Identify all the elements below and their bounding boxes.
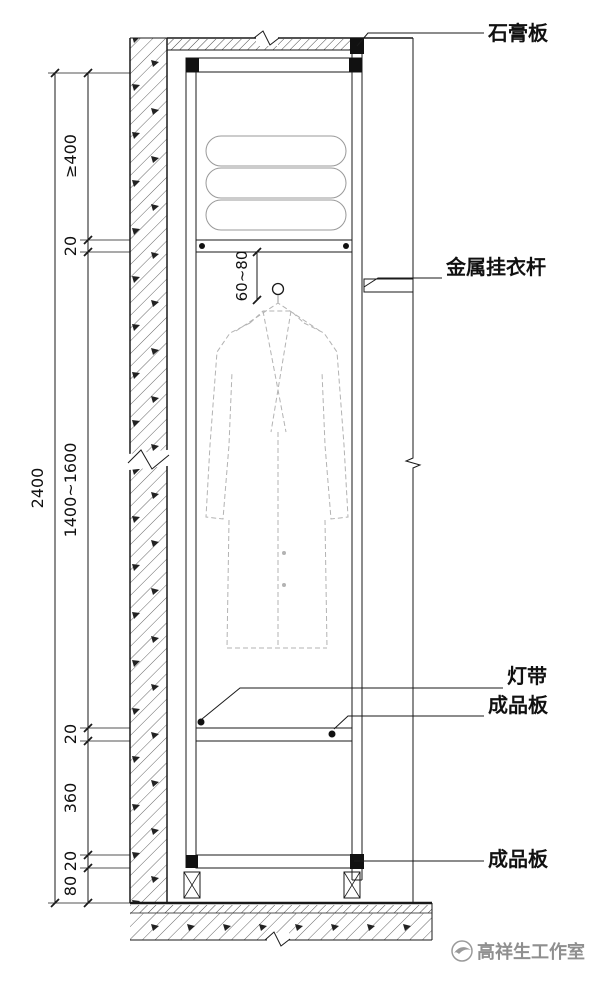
- callout-gypsum-board-text: 石膏板: [487, 21, 549, 45]
- dim-bottom-board: 20: [61, 851, 80, 871]
- dim-lower-compartment: 360: [61, 783, 80, 814]
- light-strip-dot: [197, 718, 205, 726]
- callout-metal-hanging-rod-text: 金属挂衣杆: [445, 255, 546, 279]
- callout-finished-board-bottom-text: 成品板: [488, 847, 549, 871]
- floor-break-icon: [264, 931, 291, 947]
- callout-finished-board-bottom: 成品板: [354, 847, 549, 871]
- base-blocking-left: [183, 871, 201, 899]
- base-blocking-right: [343, 871, 361, 899]
- dimension-chain: ≥400 20 1400~1600 20 360 20 80 2400: [28, 68, 130, 908]
- dim-top-clearance: ≥400: [61, 134, 80, 178]
- wardrobe-cabinet: [183, 54, 414, 899]
- ceiling-break-icon: [253, 30, 280, 46]
- callout-light-strip-text: 灯带: [507, 664, 547, 688]
- right-boundary-line: [404, 38, 422, 903]
- dim-overall: 2400: [28, 468, 47, 509]
- dim-hanging-height: 1400~1600: [61, 443, 80, 538]
- rod-backing-board: [363, 278, 414, 293]
- hanger-outline: [235, 302, 321, 332]
- ceiling-gypsum-board: [167, 30, 413, 54]
- studio-logo-icon: [451, 940, 473, 962]
- wall-break-icon: [126, 449, 171, 471]
- callout-light-strip: 灯带: [201, 664, 547, 720]
- callout-finished-board-top-text: 成品板: [488, 693, 549, 717]
- watermark: 高祥生工作室: [451, 940, 585, 963]
- bottom-board: [195, 854, 353, 869]
- callout-gypsum-board: 石膏板: [356, 21, 549, 47]
- coat-sketch: [205, 302, 349, 649]
- wall-section: [126, 37, 171, 903]
- top-shelf: [195, 239, 353, 253]
- dimension-rod-drop: 60~80: [233, 247, 262, 305]
- blanket-stack: [205, 135, 347, 231]
- right-boundary-break-icon: [404, 450, 422, 476]
- watermark-text: 高祥生工作室: [477, 941, 585, 963]
- dim-rod-drop-text: 60~80: [233, 251, 251, 302]
- dim-top-shelf: 20: [61, 236, 80, 256]
- callout-metal-hanging-rod: 金属挂衣杆: [363, 255, 546, 288]
- callout-finished-board-top: 成品板: [333, 693, 549, 730]
- dim-mid-shelf: 20: [61, 724, 80, 744]
- cabinet-top-panel: [185, 57, 363, 73]
- hanging-rod: [271, 282, 285, 303]
- dim-base-height: 80: [61, 876, 80, 896]
- floor-section: [130, 901, 433, 947]
- callouts: 石膏板 金属挂衣杆 灯带 成品板 成品板: [201, 21, 549, 871]
- middle-shelf: [195, 727, 353, 742]
